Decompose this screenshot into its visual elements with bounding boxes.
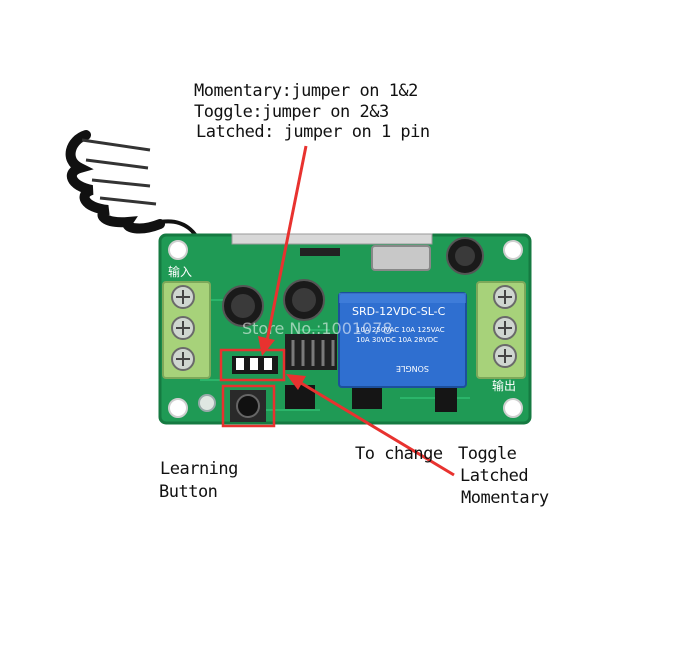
button-label: Button — [159, 482, 218, 502]
learning-label: Learning — [160, 459, 238, 479]
output-terminal-block — [476, 281, 526, 379]
mode-momentary-label: Momentary — [461, 488, 549, 508]
jumper-mode-latched: Latched: jumper on 1 pin — [196, 122, 430, 142]
mode-latched-label: Latched — [460, 466, 529, 486]
capacitor — [222, 237, 484, 327]
led — [198, 394, 216, 412]
store-watermark: Store No.:1001078 — [242, 319, 393, 338]
jumper-mode-toggle: Toggle:jumper on 2&3 — [194, 102, 389, 122]
ic-chip — [285, 385, 457, 412]
input-silk-label: 输入 — [168, 264, 192, 279]
receiver-module — [231, 233, 433, 271]
jumper-mode-momentary: Momentary:jumper on 1&2 — [194, 81, 418, 101]
relay-model-label: SRD-12VDC-SL-C — [352, 305, 446, 318]
to-change-label: To change — [355, 444, 443, 464]
pin-header — [285, 334, 337, 370]
input-terminal-block — [162, 281, 211, 379]
relay-rating-2: 10A 30VDC 10A 28VDC — [356, 336, 438, 344]
arrow-to-jumper — [258, 145, 308, 356]
output-silk-label: 输出 — [492, 378, 516, 393]
relay-brand-label: SONGLE — [396, 364, 429, 373]
mode-toggle-label: Toggle — [458, 444, 517, 464]
arrow-to-change — [286, 374, 455, 477]
jumper-block — [219, 348, 286, 382]
relay — [338, 292, 467, 388]
relay-rating-1: 10A 250VAC 10A 125VAC — [356, 326, 445, 334]
learning-button — [221, 384, 276, 428]
